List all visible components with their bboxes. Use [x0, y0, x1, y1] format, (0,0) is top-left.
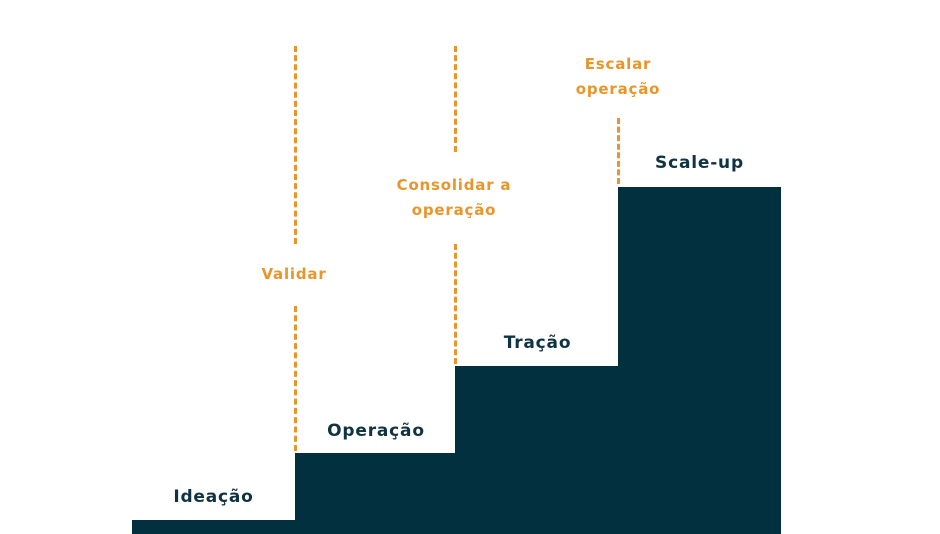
dashed-line-validar-lower	[294, 306, 297, 451]
dashed-line-consolidar-lower	[454, 244, 457, 364]
transition-label-escalar: Escalar operação	[575, 55, 661, 98]
transition-label-validar: Validar	[261, 265, 327, 283]
dashed-line-validar-upper	[294, 46, 297, 244]
transition-label-consolidar: Consolidar a operação	[396, 176, 512, 219]
stage-label-operacao: Operação	[327, 421, 425, 441]
step-tracao	[455, 366, 620, 534]
stage-label-scale-up: Scale-up	[655, 153, 744, 173]
dashed-line-consolidar-upper	[454, 46, 457, 152]
step-operacao	[295, 453, 457, 534]
step-ideacao	[132, 520, 295, 534]
step-scale-up	[618, 187, 781, 534]
dashed-line-escalar	[617, 118, 620, 184]
stage-label-tracao: Tração	[503, 333, 572, 353]
stage-label-ideacao: Ideação	[173, 487, 254, 507]
